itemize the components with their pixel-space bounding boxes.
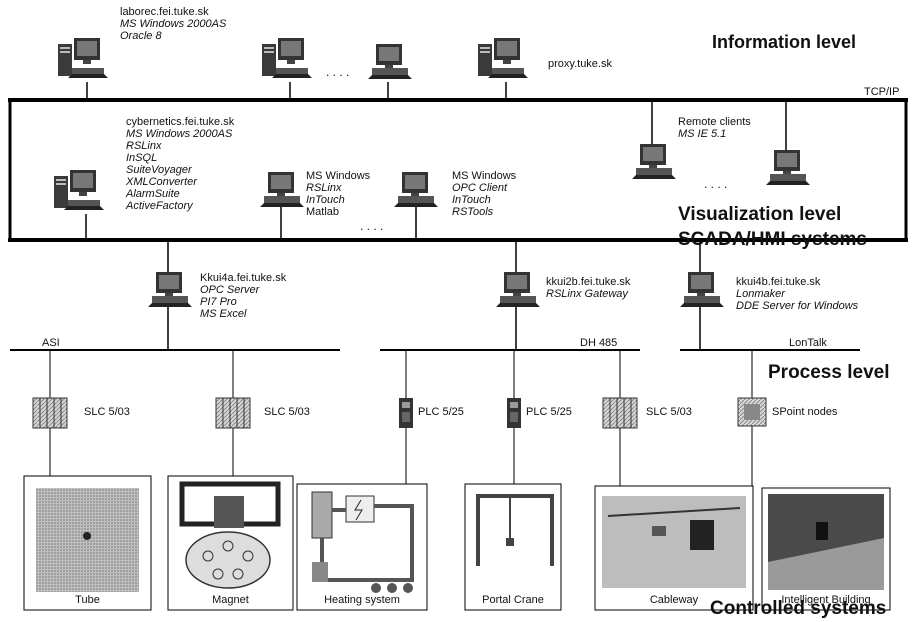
kkui4b-pc-icon (680, 272, 724, 307)
host-software: MS IE 5.1 (678, 128, 727, 140)
kkui4a-pc-icon (148, 272, 192, 307)
ms-windows-host-label: MS Windows OPC Client InTouch RSTools (452, 170, 516, 218)
remote-clients-label: Remote clients MS IE 5.1 (678, 116, 751, 140)
host-software: RSLinx (126, 140, 162, 152)
host-name: kkui4b.fei.tuke.sk (736, 276, 821, 288)
host-software: RSLinx Gateway (546, 288, 628, 300)
cybernetics-host-label: cybernetics.fei.tuke.sk MS Windows 2000A… (126, 116, 234, 212)
slc-label: SLC 5/03 (646, 406, 692, 418)
kkui2b-host-label: kkui2b.fei.tuke.sk RSLinx Gateway (546, 276, 630, 300)
host-software: OPC Client (452, 182, 508, 194)
lontalk-label: LonTalk (789, 337, 827, 349)
host-software: InTouch (452, 194, 491, 206)
cybernetics-pc-icon (54, 170, 104, 210)
dh485-label: DH 485 (580, 337, 618, 349)
host-software: InSQL (126, 152, 158, 164)
slc-controller-icon (215, 397, 251, 429)
heating-system-box (296, 483, 428, 611)
laborec-pc-icon (58, 38, 108, 78)
plc-label: PLC 5/25 (526, 406, 572, 418)
host-name: kkui2b.fei.tuke.sk (546, 276, 631, 288)
slc-controller-icon (602, 397, 638, 429)
host-name: Kkui4a.fei.tuke.sk (200, 272, 287, 284)
host-name: MS Windows (452, 170, 517, 182)
slc-label: SLC 5/03 (264, 406, 310, 418)
host-software: AlarmSuite (126, 188, 180, 200)
host-software: InTouch (306, 194, 345, 206)
proxy-host-label: proxy.tuke.sk (548, 58, 612, 70)
tube-caption: Tube (75, 594, 100, 606)
ellipsis: . . . . (704, 177, 728, 191)
plc-label: PLC 5/25 (418, 406, 464, 418)
process-level-label: Process level (768, 362, 890, 383)
host-name: Remote clients (678, 116, 751, 128)
intelligent-building-box (761, 487, 891, 611)
host-software: ActiveFactory (126, 200, 193, 212)
host-software: DDE Server for Windows (736, 300, 859, 312)
workstation-pc-icon (262, 38, 312, 78)
ms-windows-pc-icon (260, 172, 304, 207)
host-name: laborec.fei.tuke.sk (120, 6, 209, 18)
plc-controller-icon (399, 398, 413, 428)
tube-system-box (23, 475, 152, 611)
host-os: MS Windows 2000AS (120, 18, 227, 30)
host-software: OPC Server (200, 284, 260, 296)
ms-windows-pc-icon (394, 172, 438, 207)
spoint-node-icon (737, 397, 767, 427)
remote-client-pc-icon (632, 144, 676, 179)
kkui4b-host-label: kkui4b.fei.tuke.sk Lonmaker DDE Server f… (736, 276, 858, 312)
information-level-label: Information level (712, 32, 857, 52)
host-software: RSTools (452, 206, 494, 218)
intelligent-building-caption: Intelligent Building (781, 594, 871, 606)
host-software: SuiteVoyager (126, 164, 192, 176)
proxy-pc-icon (478, 38, 528, 78)
slc-label: SLC 5/03 (84, 406, 130, 418)
tcpip-label: TCP/IP (864, 86, 900, 98)
ellipsis: . . . . (360, 219, 384, 233)
host-name: MS Windows (306, 170, 371, 182)
visualization-level-label: Visualization level (678, 204, 842, 225)
kkui2b-pc-icon (496, 272, 540, 307)
laborec-host-label: laborec.fei.tuke.sk MS Windows 2000AS Or… (120, 6, 226, 42)
scada-hmi-label: SCADA/HMI systems (678, 229, 867, 250)
asi-label: ASI (42, 337, 60, 349)
host-software: RSLinx (306, 182, 342, 194)
cableway-caption: Cableway (649, 594, 699, 606)
host-software: XMLConverter (126, 176, 197, 188)
slc-controller-icon (32, 397, 68, 429)
workstation-pc-icon (368, 44, 412, 79)
spoint-label: SPoint nodes (772, 406, 838, 418)
host-software: MS Excel (200, 308, 247, 320)
magnet-caption: Magnet (212, 594, 249, 606)
ellipsis: . . . . (326, 65, 350, 79)
kkui4a-host-label: Kkui4a.fei.tuke.sk OPC Server PI7 Pro MS… (200, 272, 286, 320)
remote-client-pc-icon (766, 150, 810, 185)
host-software: Oracle 8 (120, 30, 162, 42)
host-software: PI7 Pro (200, 296, 237, 308)
portal-crane-box (464, 483, 562, 611)
host-os: MS Windows 2000AS (126, 128, 233, 140)
host-software: Matlab (306, 206, 340, 218)
magnet-system-box (167, 475, 294, 611)
ms-windows-host-label: MS Windows RSLinx InTouch Matlab (306, 170, 370, 218)
portal-crane-caption: Portal Crane (482, 594, 544, 606)
host-name: cybernetics.fei.tuke.sk (126, 116, 235, 128)
heating-caption: Heating system (324, 594, 400, 606)
controlled-systems-label: Controlled systems (710, 598, 887, 619)
host-software: Lonmaker (736, 288, 785, 300)
plc-controller-icon (507, 398, 521, 428)
cableway-box (594, 485, 754, 611)
